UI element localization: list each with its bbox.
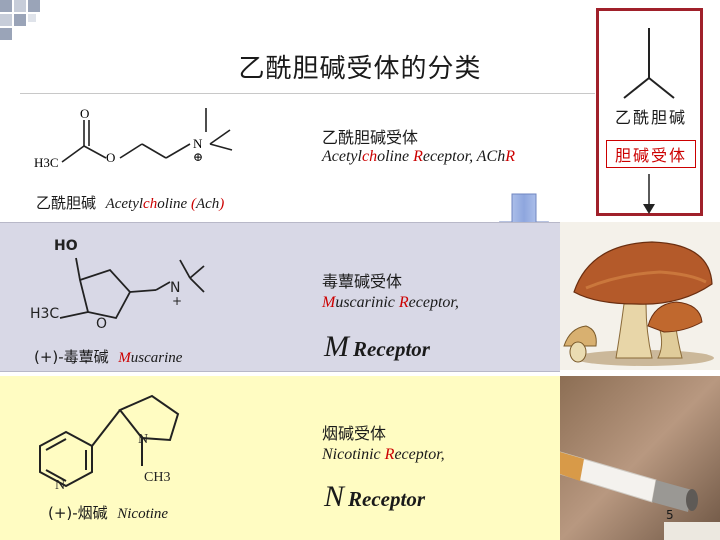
nicotine-section (0, 376, 560, 540)
muscarine-short-label: M Receptor (324, 330, 430, 364)
slide-title: 乙酰胆碱受体的分类 (238, 54, 482, 84)
nicotine-short-word: Receptor (348, 487, 425, 511)
ach-atom-methyl: H3C (34, 155, 59, 170)
muscarine-name-en-part: uscarine (130, 350, 183, 366)
muscarine-name: (+)-毒蕈碱 Muscarine (34, 346, 182, 367)
muscarine-short-letter: M (324, 330, 349, 363)
musc-atom-plus: + (172, 294, 183, 308)
muscarine-short-word: Receptor (353, 337, 430, 361)
muscarine-structure (59, 257, 205, 320)
ach-receptor-en-part: R (413, 148, 423, 165)
choline-structure-icon (623, 28, 675, 214)
muscarine-receptor-en-part: R (398, 294, 409, 311)
corner-decoration (0, 0, 40, 40)
mushroom-image (560, 222, 720, 370)
nicotine-receptor-en-part: N (322, 446, 333, 463)
nicotine-short-letter: N (324, 480, 345, 513)
ach-name: 乙酰胆碱 Acetylcholine (Ach) (36, 192, 224, 213)
ach-atom-o-mid: O (106, 150, 116, 165)
nico-atom-n-ring: N (138, 432, 149, 447)
nicotine-receptor-en-part: icotinic (332, 446, 385, 463)
muscarine-receptor-cn: 毒蕈碱受体 (322, 272, 403, 291)
nico-atom-ch3: CH3 (144, 470, 171, 485)
ach-atom-plus: ⊕ (193, 150, 204, 164)
muscarine-receptor-en-part: uscarinic (335, 294, 399, 311)
ach-receptor-en-part: ACh (476, 148, 506, 165)
ach-receptor-en-part: Acetyl (322, 148, 362, 165)
ach-atom-n: N (193, 136, 203, 151)
nicotine-structure (39, 394, 180, 488)
nicotine-name-en: Nicotine (117, 506, 169, 522)
muscarine-name-en-part: M (118, 350, 131, 366)
ach-receptor-cn: 乙酰胆碱受体 (322, 128, 419, 147)
nicotine-receptor-en: Nicotinic Receptor, (322, 446, 445, 464)
nicotine-receptor-en-part: R (384, 446, 395, 463)
musc-atom-ho: HO (54, 238, 78, 254)
box-label-acetylcholine: 乙酰胆碱 (614, 108, 687, 127)
musc-atom-n: N (170, 280, 181, 296)
ach-receptor-en-part: oline (377, 148, 414, 165)
ach-name-en-part: ch (143, 196, 158, 212)
nicotine-name: (+)-烟碱 Nicotine (48, 502, 168, 523)
musc-atom-o: O (96, 316, 108, 332)
title-divider (20, 93, 595, 94)
ach-name-en-part: oline (157, 196, 191, 212)
nicotine-short-label: N Receptor (324, 480, 425, 514)
ach-receptor-en-part: ch (361, 148, 378, 165)
ach-receptor-en-part: eceptor, (422, 148, 477, 165)
ach-receptor-en-part: R (505, 148, 516, 165)
ach-atom-o-top: O (80, 106, 90, 121)
ach-name-en-part: ) (219, 196, 225, 212)
nicotine-receptor-cn: 烟碱受体 (322, 424, 387, 443)
cigarette-image (560, 376, 720, 540)
nicotine-receptor-en-part: eceptor, (394, 446, 445, 463)
ach-name-cn: 乙酰胆碱 (36, 194, 97, 212)
musc-atom-h3c: H3C (30, 306, 60, 322)
acetylcholine-choline-box (596, 8, 703, 216)
acetylcholine-structure (61, 108, 233, 163)
muscarine-receptor-en-part: eceptor, (408, 294, 459, 311)
box-label-choline-receptor: 胆碱受体 (606, 140, 696, 168)
ach-name-en-part: Ach (195, 196, 220, 212)
muscarine-section (0, 222, 560, 372)
nicotine-name-cn: (+)-烟碱 (48, 504, 108, 522)
ach-name-en-part: Acetyl (105, 196, 144, 212)
muscarine-receptor-en: Muscarinic Receptor, (322, 294, 459, 312)
ach-receptor-en: Acetylcholine Receptor, AChR (322, 148, 515, 166)
nico-atom-n-py: N (55, 478, 66, 493)
muscarine-name-cn: (+)-毒蕈碱 (34, 348, 109, 366)
muscarine-receptor-en-part: M (322, 294, 336, 311)
ach-name-en-part: ( (190, 196, 196, 212)
page-number: 5 (666, 508, 674, 522)
